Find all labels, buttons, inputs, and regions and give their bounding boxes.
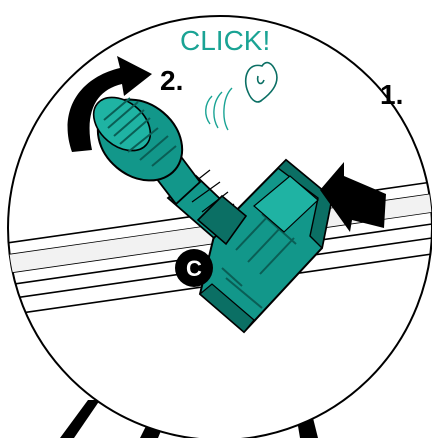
- part-c-badge: C: [175, 249, 213, 287]
- click-sound-label: CLICK!: [180, 25, 270, 56]
- step-one-label: 1.: [380, 79, 403, 110]
- step-two-label: 2.: [160, 65, 183, 96]
- part-c-label: C: [186, 256, 202, 281]
